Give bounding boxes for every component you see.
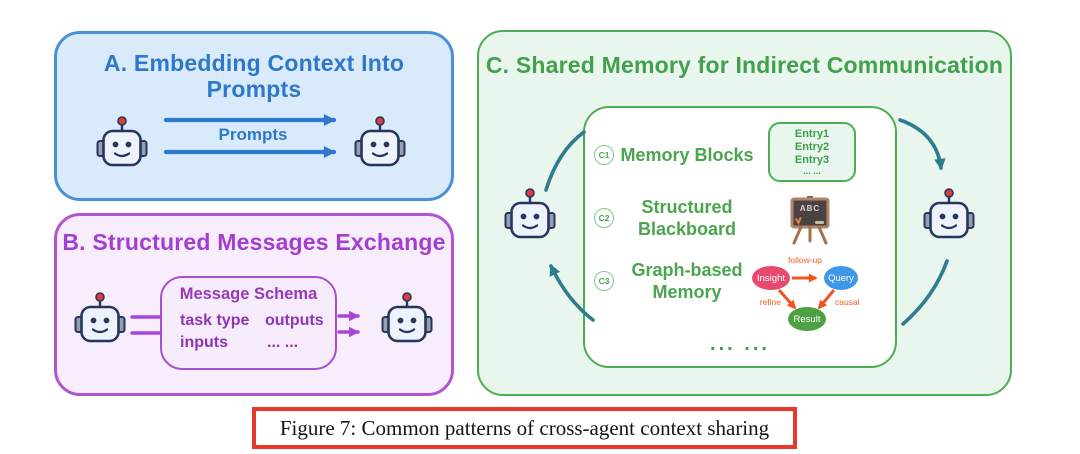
graph-based-memory-line2: Memory (652, 282, 722, 302)
edge-refine (777, 289, 797, 310)
graph-based-memory-line1: Graph-based (631, 260, 743, 280)
message-schema-box (160, 276, 337, 370)
edge-label-refine: refine (760, 297, 782, 307)
robot-icon (381, 289, 433, 347)
robot-icon (354, 113, 406, 171)
schema-field-task-type: task type (180, 312, 250, 329)
robot-icon (74, 289, 126, 347)
panel-a-title: A. Embedding Context Into Prompts (103, 50, 405, 102)
graph-edges (777, 273, 836, 310)
chalk-mark (795, 217, 802, 226)
node-label-insight: Insight (757, 273, 785, 284)
board-eraser (815, 221, 824, 224)
robot-icon (96, 113, 148, 171)
badge-c3: C3 (594, 271, 614, 291)
graph-node-result (788, 307, 826, 331)
memory-entries-box: Entry1 Entry2 Entry3 ... ... (768, 122, 856, 182)
memory-blocks-label: Memory Blocks (613, 139, 761, 171)
node-label-result: Result (794, 314, 821, 325)
robot-icon (504, 185, 556, 243)
prompts-label: Prompts (218, 125, 288, 144)
node-label-query: Query (828, 273, 854, 284)
panel-c-title: C. Shared Memory for Indirect Communicat… (485, 52, 1004, 78)
graph-node-query (824, 266, 858, 290)
graph-edge-labels: follow-up refine causal (760, 255, 860, 307)
message-schema-title: Message Schema (179, 285, 318, 303)
edge-label-causal: causal (835, 297, 860, 307)
figure-caption: Figure 7: Common patterns of cross-agent… (279, 415, 770, 440)
easel-legs (792, 225, 828, 245)
badge-c1: C1 (594, 145, 614, 165)
figure-caption-box: Figure 7: Common patterns of cross-agent… (252, 407, 797, 449)
memory-entry-ellipsis: ... ... (803, 166, 821, 176)
memory-entry: Entry2 (794, 141, 830, 153)
memory-blocks-line1: Memory Blocks (620, 145, 754, 165)
memory-entry: Entry1 (794, 128, 830, 140)
memory-graph: follow-up refine causal Insight Query Re… (752, 255, 860, 331)
panel-b-title: B. Structured Messages Exchange (62, 229, 446, 255)
robot-icon (923, 185, 975, 243)
blackboard-text: ABC (800, 204, 820, 213)
graph-based-memory-label: Graph-based Memory (613, 258, 761, 304)
structured-blackboard-line1: Structured (641, 197, 733, 217)
schema-field-ellipsis: ... ... (267, 334, 299, 351)
schema-field-inputs: inputs (180, 334, 228, 351)
edge-label-follow-up: follow-up (788, 255, 822, 265)
edge-causal (817, 289, 836, 310)
graph-node-insight (752, 266, 790, 290)
graph-node-labels: Insight Query Result (757, 273, 854, 325)
memory-box-ellipsis: ... ... (710, 333, 770, 355)
schema-field-outputs: outputs (265, 312, 324, 329)
blackboard-icon: ABC (790, 196, 830, 245)
panel-embedding-context (54, 31, 454, 201)
structured-blackboard-label: Structured Blackboard (613, 195, 761, 241)
structured-blackboard-line2: Blackboard (637, 219, 737, 239)
badge-c2: C2 (594, 208, 614, 228)
memory-entry: Entry3 (794, 154, 830, 166)
